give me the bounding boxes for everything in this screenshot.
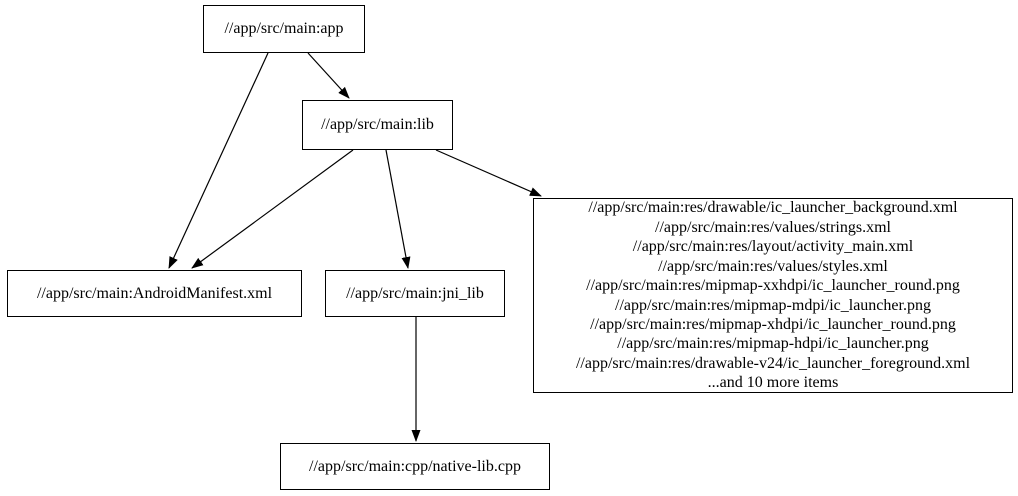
res-group-line: //app/src/main:res/layout/activity_main.… — [632, 238, 914, 256]
res-group-line: //app/src/main:res/drawable-v24/ic_launc… — [575, 354, 971, 372]
node-res-group: //app/src/main:res/drawable/ic_launcher_… — [533, 198, 1013, 393]
res-group-line: //app/src/main:res/mipmap-mdpi/ic_launch… — [615, 296, 931, 314]
node-androidmanifest: //app/src/main:AndroidManifest.xml — [7, 270, 302, 317]
node-lib-label: //app/src/main:lib — [321, 116, 434, 134]
node-native-lib-cpp: //app/src/main:cpp/native-lib.cpp — [280, 443, 550, 490]
edge-app-to-lib — [307, 52, 350, 99]
res-group-line: //app/src/main:res/values/strings.xml — [655, 218, 891, 236]
res-group-line: //app/src/main:res/mipmap-xhdpi/ic_launc… — [590, 315, 956, 333]
node-androidmanifest-label: //app/src/main:AndroidManifest.xml — [36, 284, 273, 302]
edge-lib-to-androidmanifest — [191, 149, 354, 269]
edge-lib-to-resgroup — [435, 149, 542, 197]
node-jni-lib-label: //app/src/main:jni_lib — [346, 284, 484, 302]
res-group-line: //app/src/main:res/drawable/ic_launcher_… — [588, 199, 958, 217]
res-group-more-items-label: ...and 10 more items — [707, 374, 839, 392]
edge-lib-to-jnilib — [385, 149, 411, 269]
node-native-lib-cpp-label: //app/src/main:cpp/native-lib.cpp — [309, 457, 521, 475]
node-jni-lib: //app/src/main:jni_lib — [325, 270, 505, 317]
node-lib: //app/src/main:lib — [302, 100, 453, 150]
node-app: //app/src/main:app — [203, 5, 365, 53]
res-group-line: //app/src/main:res/mipmap-xxhdpi/ic_laun… — [586, 277, 960, 295]
res-group-line: //app/src/main:res/values/styles.xml — [658, 257, 888, 275]
edge-app-to-androidmanifest — [168, 52, 269, 269]
res-group-line: //app/src/main:res/mipmap-hdpi/ic_launch… — [617, 335, 929, 353]
node-app-label: //app/src/main:app — [224, 20, 344, 38]
